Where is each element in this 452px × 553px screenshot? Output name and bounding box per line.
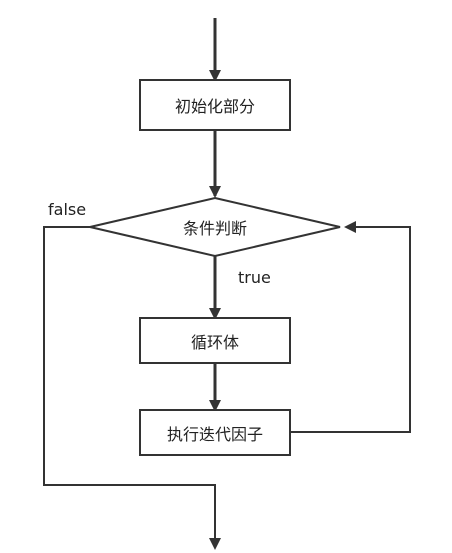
iterate-box (139, 409, 291, 456)
true-edge-label: true (238, 268, 271, 287)
init-label: 初始化部分 (174, 97, 255, 116)
condition-label: 条件判断 (182, 219, 247, 238)
false-edge-label: false (48, 200, 87, 219)
false-branch-connector (43, 226, 221, 550)
iterate-label: 执行迭代因子 (166, 424, 263, 444)
body-box (139, 317, 291, 364)
body-label: 循环体 (190, 332, 239, 352)
loop-back-connector (290, 221, 411, 433)
